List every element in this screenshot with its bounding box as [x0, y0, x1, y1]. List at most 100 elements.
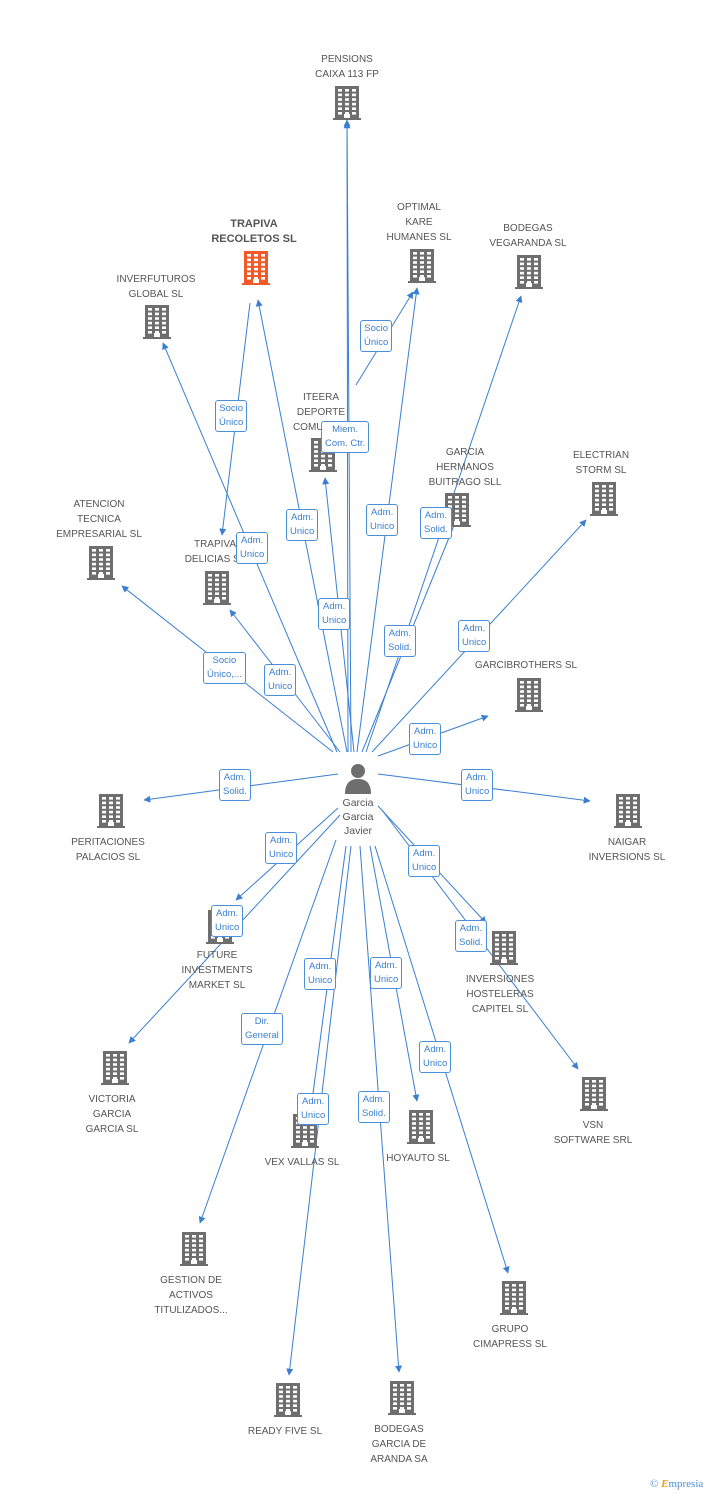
company-node-garcia_hermanos[interactable]: GARCIA HERMANOS BUITRAGO SLL: [395, 445, 535, 490]
building-icon-wrap[interactable]: [407, 1110, 435, 1144]
edge-label-inverfuturos[interactable]: Adm. Unico: [236, 532, 269, 564]
company-name[interactable]: OPTIMAL KARE HUMANES SL: [386, 202, 452, 243]
company-name[interactable]: ITEERA DEPORTE COMUNIC...: [293, 392, 349, 433]
edge-label-grupo[interactable]: Adm. Unico: [419, 1041, 452, 1073]
building-icon: [500, 1281, 528, 1315]
company-node-vex[interactable]: VEX VALLAS SL: [232, 1155, 372, 1170]
company-node-electrian[interactable]: ELECTRIAN STORM SL: [531, 448, 671, 478]
company-name[interactable]: INVERFUTUROS GLOBAL SL: [116, 274, 196, 300]
edge-label-peritaciones[interactable]: Adm. Solid.: [219, 769, 251, 801]
company-node-grupo[interactable]: GRUPO CIMAPRESS SL: [440, 1322, 580, 1352]
building-icon: [614, 794, 642, 828]
company-name[interactable]: GARCIA HERMANOS BUITRAGO SLL: [428, 447, 502, 488]
company-name[interactable]: VEX VALLAS SL: [264, 1157, 340, 1168]
building-icon-wrap[interactable]: [242, 251, 270, 285]
company-name[interactable]: PENSIONS CAIXA 113 FP: [315, 54, 379, 80]
company-name[interactable]: GESTION DE ACTIVOS TITULIZADOS...: [154, 1275, 228, 1316]
edge-label-hoyauto[interactable]: Adm. Unico: [370, 957, 403, 989]
edge-label-garcia_hermanos[interactable]: Adm. Solid.: [384, 625, 416, 657]
company-name[interactable]: GARCIBROTHERS SL: [474, 660, 578, 671]
company-name[interactable]: BODEGAS GARCIA DE ARANDA SA: [370, 1424, 428, 1465]
brand-initial: E: [661, 1478, 669, 1490]
company-node-gestion[interactable]: GESTION DE ACTIVOS TITULIZADOS...: [121, 1273, 261, 1318]
company-node-atencion[interactable]: ATENCION TECNICA EMPRESARIAL SL: [29, 497, 169, 542]
brand-name: mpresia: [668, 1478, 704, 1490]
edge-label-iteera[interactable]: Adm. Unico: [318, 598, 351, 630]
edge-label-optimal[interactable]: Adm. Unico: [366, 504, 399, 536]
building-icon-wrap[interactable]: [180, 1232, 208, 1266]
company-node-ready[interactable]: READY FIVE SL: [215, 1424, 355, 1439]
company-node-peritaciones[interactable]: PERITACIONES PALACIOS SL: [38, 835, 178, 865]
edge-label-electrian[interactable]: Adm. Unico: [458, 620, 491, 652]
company-node-garcibrothers[interactable]: GARCIBROTHERS SL: [456, 658, 596, 673]
company-node-pensions[interactable]: PENSIONS CAIXA 113 FP: [277, 52, 417, 82]
company-node-victoria[interactable]: VICTORIA GARCIA GARCIA SL: [42, 1092, 182, 1137]
edge-label-iteera-optimal[interactable]: Socio Único: [360, 320, 393, 352]
building-icon-wrap[interactable]: [580, 1077, 608, 1111]
center-person[interactable]: Garcia Garcia Javier: [318, 762, 398, 838]
company-node-trapiva_recoletos[interactable]: TRAPIVA RECOLETOS SL: [184, 217, 324, 247]
company-node-naigar[interactable]: NAIGAR INVERSIONS SL: [557, 835, 697, 865]
building-icon-wrap[interactable]: [333, 86, 361, 120]
building-icon-wrap[interactable]: [97, 794, 125, 828]
edge-label-inversiones[interactable]: Adm. Unico: [408, 845, 441, 877]
building-icon-wrap[interactable]: [87, 546, 115, 580]
edge-label-vex[interactable]: Adm. Unico: [297, 1093, 330, 1125]
edge-label-bodegas_garcia[interactable]: Adm. Solid.: [358, 1091, 390, 1123]
building-icon: [580, 1077, 608, 1111]
building-icon-wrap[interactable]: [203, 571, 231, 605]
building-icon-wrap[interactable]: [614, 794, 642, 828]
building-icon: [97, 794, 125, 828]
edge-label-trapiva_recoletos-trapiva_delicias[interactable]: Socio Único: [215, 400, 248, 432]
company-name[interactable]: ELECTRIAN STORM SL: [572, 450, 630, 476]
building-icon: [388, 1381, 416, 1415]
company-name[interactable]: READY FIVE SL: [247, 1426, 323, 1437]
company-node-bodegas_garcia[interactable]: BODEGAS GARCIA DE ARANDA SA: [329, 1422, 469, 1467]
building-icon-wrap[interactable]: [408, 249, 436, 283]
edge-label-trapiva_delicias[interactable]: Adm. Unico: [264, 664, 297, 696]
company-node-bodegas_vegaranda[interactable]: BODEGAS VEGARANDA SL: [458, 221, 598, 251]
company-node-inverfuturos[interactable]: INVERFUTUROS GLOBAL SL: [86, 272, 226, 302]
building-icon-wrap[interactable]: [101, 1051, 129, 1085]
edge-label-victoria[interactable]: Adm. Unico: [211, 905, 244, 937]
company-node-future[interactable]: FUTURE INVESTMENTS MARKET SL: [147, 948, 287, 993]
building-icon-wrap[interactable]: [388, 1381, 416, 1415]
building-icon-wrap[interactable]: [143, 305, 171, 339]
building-icon-wrap[interactable]: [590, 482, 618, 516]
company-name[interactable]: PERITACIONES PALACIOS SL: [71, 837, 145, 863]
company-name[interactable]: ATENCION TECNICA EMPRESARIAL SL: [56, 499, 142, 540]
company-name[interactable]: BODEGAS VEGARANDA SL: [489, 223, 567, 249]
edge-label-future[interactable]: Adm. Unico: [265, 832, 298, 864]
company-name[interactable]: INVERSIONES HOSTELERAS CAPITEL SL: [465, 974, 535, 1015]
building-icon-wrap[interactable]: [274, 1383, 302, 1417]
building-icon: [143, 305, 171, 339]
building-icon-wrap[interactable]: [515, 678, 543, 712]
company-name[interactable]: TRAPIVA RECOLETOS SL: [211, 218, 297, 245]
company-name[interactable]: NAIGAR INVERSIONS SL: [588, 837, 666, 863]
edge-label-ready[interactable]: Adm. Unico: [304, 958, 337, 990]
company-name[interactable]: VSN SOFTWARE SRL: [553, 1120, 633, 1146]
company-node-inversiones[interactable]: INVERSIONES HOSTELERAS CAPITEL SL: [430, 972, 570, 1017]
building-icon-wrap[interactable]: [515, 255, 543, 289]
edge-label-center-pensions[interactable]: Miem. Com. Ctr.: [321, 421, 370, 453]
footer-brand[interactable]: © Empresia: [650, 1478, 703, 1490]
edge-label-vsn[interactable]: Adm. Solid.: [455, 920, 487, 952]
company-node-optimal[interactable]: OPTIMAL KARE HUMANES SL: [349, 200, 489, 245]
company-node-vsn[interactable]: VSN SOFTWARE SRL: [523, 1118, 663, 1148]
company-node-iteera[interactable]: ITEERA DEPORTE COMUNIC...: [251, 390, 391, 435]
company-name[interactable]: FUTURE INVESTMENTS MARKET SL: [181, 950, 253, 991]
building-icon-wrap[interactable]: [500, 1281, 528, 1315]
company-node-hoyauto[interactable]: HOYAUTO SL: [348, 1151, 488, 1166]
edge-label-naigar[interactable]: Adm. Unico: [461, 769, 494, 801]
company-name[interactable]: HOYAUTO SL: [386, 1153, 450, 1164]
edge-label-bodegas_vegaranda[interactable]: Adm. Solid.: [420, 507, 452, 539]
edge-label-atencion[interactable]: Socio Único,...: [203, 652, 246, 684]
building-icon-wrap[interactable]: [490, 931, 518, 965]
building-icon: [333, 86, 361, 120]
edge-label-trapiva_recoletos[interactable]: Adm. Unico: [286, 509, 319, 541]
edge-label-garcibrothers[interactable]: Adm. Unico: [409, 723, 442, 755]
company-name[interactable]: VICTORIA GARCIA GARCIA SL: [85, 1094, 139, 1135]
company-name[interactable]: GRUPO CIMAPRESS SL: [473, 1324, 547, 1350]
edge-label-gestion[interactable]: Dir. General: [241, 1013, 283, 1045]
